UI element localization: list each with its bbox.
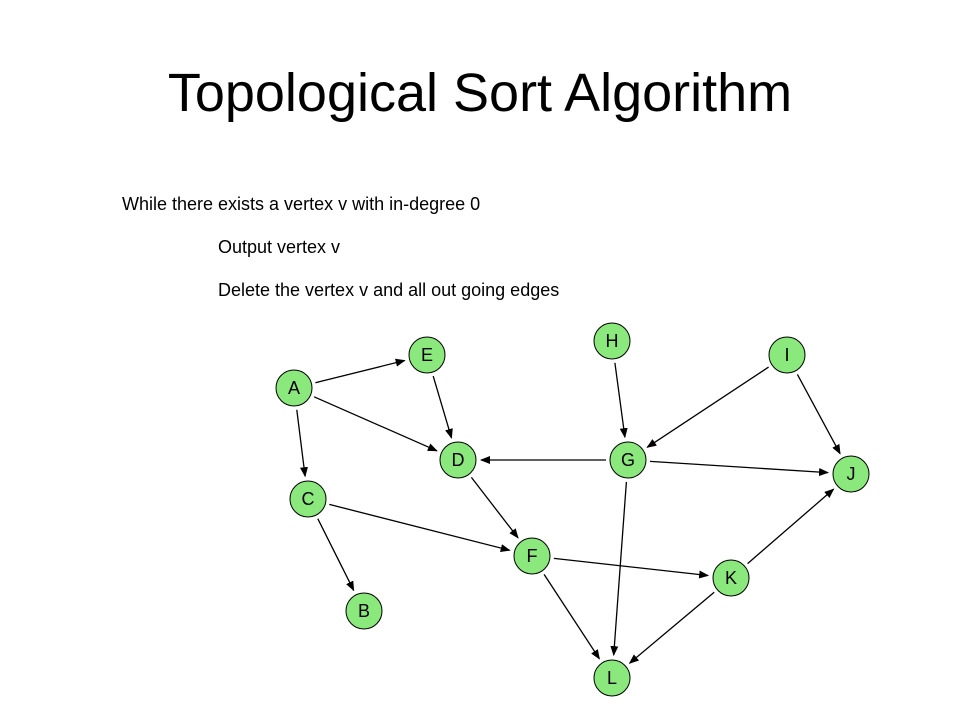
edge-i-g <box>646 366 769 448</box>
edge-a-e <box>315 358 406 384</box>
node-label-e: E <box>421 345 433 365</box>
node-circle-l <box>593 659 631 697</box>
edge-c-b <box>317 518 355 592</box>
node-label-g: G <box>621 450 635 470</box>
algorithm-line-output: Output vertex v <box>218 237 341 257</box>
node-c: C <box>289 480 327 518</box>
node-circle-f <box>513 537 551 575</box>
node-circle-a <box>275 369 313 407</box>
node-g: G <box>609 441 647 479</box>
edge-k-l <box>628 591 715 664</box>
node-label-b: B <box>358 601 370 621</box>
node-b: B <box>345 592 383 630</box>
node-label-f: F <box>527 546 538 566</box>
node-circle-g <box>609 441 647 479</box>
edge-g-j <box>649 460 829 477</box>
node-label-i: I <box>784 345 789 365</box>
edge-f-k <box>553 557 710 579</box>
node-label-c: C <box>302 489 315 509</box>
node-circle-i <box>768 336 806 374</box>
node-k: K <box>712 559 750 597</box>
node-circle-h <box>593 322 631 360</box>
node-label-d: D <box>452 450 465 470</box>
node-label-h: H <box>606 331 619 351</box>
node-circle-d <box>439 441 477 479</box>
node-a: A <box>275 369 313 407</box>
edge-f-l <box>543 574 600 660</box>
edges-layer <box>296 358 841 664</box>
edge-a-c <box>296 409 308 478</box>
node-e: E <box>408 336 446 374</box>
node-i: I <box>768 336 806 374</box>
edge-h-g <box>614 362 628 439</box>
edge-k-j <box>747 488 835 565</box>
slide-title: Topological Sort Algorithm <box>167 63 793 123</box>
node-label-a: A <box>288 378 300 398</box>
edge-d-f <box>470 477 519 539</box>
nodes-layer: A B C D E F G H I J K L <box>275 322 870 697</box>
node-label-j: J <box>847 464 856 484</box>
node-f: F <box>513 537 551 575</box>
node-label-k: K <box>725 568 737 588</box>
edge-c-f <box>329 503 511 552</box>
edge-i-j <box>796 374 841 455</box>
node-d: D <box>439 441 477 479</box>
algorithm-line-delete: Delete the vertex v and all out going ed… <box>218 280 560 300</box>
node-circle-c <box>289 480 327 518</box>
node-j: J <box>832 455 870 493</box>
node-h: H <box>593 322 631 360</box>
node-circle-b <box>345 592 383 630</box>
algorithm-line-while: While there exists a vertex v with in-de… <box>122 194 481 214</box>
edge-a-d <box>313 396 438 452</box>
node-label-l: L <box>607 668 617 688</box>
edge-e-d <box>432 375 453 439</box>
node-circle-j <box>832 455 870 493</box>
node-circle-k <box>712 559 750 597</box>
node-circle-e <box>408 336 446 374</box>
node-l: L <box>593 659 631 697</box>
edge-g-l <box>610 481 628 657</box>
